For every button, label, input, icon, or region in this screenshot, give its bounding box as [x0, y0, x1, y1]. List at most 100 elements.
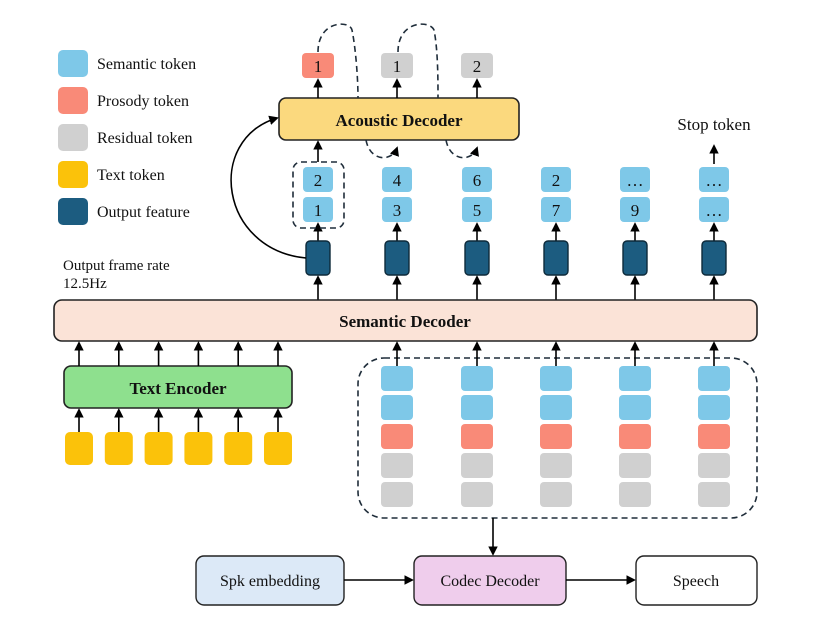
codec-token-group — [357, 357, 758, 519]
speech-box — [635, 555, 758, 606]
codec-token-column — [540, 341, 572, 507]
current-step-group — [292, 161, 345, 229]
autoregressive-loops — [317, 23, 479, 159]
acoustic-decoder: Acoustic Decoder — [278, 97, 520, 141]
token-value: … — [627, 171, 644, 190]
residual-token — [619, 482, 651, 507]
text-token — [104, 432, 133, 465]
residual-token — [461, 53, 493, 78]
loop-bottom-2 — [445, 139, 479, 159]
output-column: …… — [699, 167, 729, 300]
acoustic-outputs: 1 1 2 — [302, 53, 493, 98]
output-column: 21 — [303, 167, 333, 300]
legend-swatch — [58, 50, 88, 77]
token-value: 2 — [314, 171, 323, 190]
spk-embedding-label: Spk embedding — [220, 573, 320, 590]
legend-item: Text token — [58, 161, 165, 188]
codec-token-column — [619, 341, 651, 507]
semantic-token — [619, 366, 651, 391]
acoustic-output-token: 2 — [461, 53, 493, 98]
codec-tokens — [381, 341, 730, 507]
output-feature — [464, 240, 490, 276]
legend-item: Prosody token — [58, 87, 189, 114]
output-feature — [305, 240, 331, 276]
text-token-column — [184, 341, 213, 465]
semantic-token — [698, 395, 730, 420]
semantic-token — [381, 395, 413, 420]
residual-token — [381, 53, 413, 78]
semantic-token — [382, 197, 412, 222]
legend-item: Semantic token — [58, 50, 196, 77]
text-token — [264, 432, 292, 465]
frame-rate-line2: 12.5Hz — [63, 276, 107, 292]
text-token-column — [104, 341, 133, 465]
text-encoder-box — [63, 365, 293, 409]
semantic-decoder: Semantic Decoder — [53, 299, 758, 342]
text-token-column — [144, 341, 173, 465]
output-column: 43 — [382, 167, 412, 300]
text-token-column — [264, 341, 292, 465]
text-token — [144, 432, 173, 465]
text-encoder: Text Encoder — [63, 365, 293, 409]
speech-label: Speech — [673, 573, 719, 590]
legend-swatch — [58, 198, 88, 225]
token-value: 6 — [473, 171, 482, 190]
codec-decoder-label: Codec Decoder — [440, 573, 540, 590]
semantic-token — [699, 197, 729, 222]
token-value: 1 — [314, 57, 323, 76]
semantic-token — [541, 167, 571, 192]
semantic-token — [382, 167, 412, 192]
token-value: 2 — [552, 171, 561, 190]
residual-token — [540, 482, 572, 507]
semantic-token — [540, 395, 572, 420]
feature-to-acoustic-arrow — [230, 115, 307, 259]
bottom-flow: Spk embedding Codec Decoder Speech — [195, 555, 758, 606]
residual-token — [540, 453, 572, 478]
residual-token — [698, 453, 730, 478]
semantic-token — [303, 197, 333, 222]
loop-top-2 — [397, 23, 439, 99]
semantic-token — [461, 395, 493, 420]
semantic-decoder-box — [53, 299, 758, 342]
text-token-column — [65, 341, 93, 465]
codec-token-column — [698, 341, 730, 507]
token-value: … — [706, 201, 723, 220]
token-value: 3 — [393, 201, 402, 220]
semantic-token — [381, 366, 413, 391]
semantic-token — [462, 167, 492, 192]
semantic-token — [461, 366, 493, 391]
token-value: 5 — [473, 201, 482, 220]
loop-bottom-1 — [365, 139, 399, 159]
text-encoder-label: Text Encoder — [129, 379, 227, 398]
semantic-token — [462, 197, 492, 222]
legend-label: Prosody token — [97, 93, 189, 110]
output-feature — [384, 240, 410, 276]
output-column: …9 — [620, 167, 650, 300]
output-columns: 21436527…9…… — [303, 167, 729, 300]
semantic-token — [303, 167, 333, 192]
legend-label: Residual token — [97, 130, 193, 147]
prosody-token — [698, 424, 730, 449]
legend-item: Output feature — [58, 198, 190, 225]
text-token — [224, 432, 253, 465]
prosody-token — [302, 53, 334, 78]
frame-rate-line1: Output frame rate — [63, 258, 170, 274]
codec-token-column — [381, 341, 413, 507]
token-value: 1 — [393, 57, 402, 76]
acoustic-output-token: 1 — [381, 53, 413, 98]
legend-label: Semantic token — [97, 56, 196, 73]
acoustic-decoder-box — [278, 97, 520, 141]
output-feature — [701, 240, 727, 276]
output-feature — [543, 240, 569, 276]
token-value: 4 — [393, 171, 402, 190]
token-value: 1 — [314, 201, 323, 220]
semantic-token — [698, 366, 730, 391]
residual-token — [619, 453, 651, 478]
legend-label: Text token — [97, 167, 165, 184]
residual-token — [381, 482, 413, 507]
residual-token — [461, 453, 493, 478]
stop-token-label: Stop token — [677, 115, 751, 134]
token-value: 7 — [552, 201, 561, 220]
semantic-token — [699, 167, 729, 192]
